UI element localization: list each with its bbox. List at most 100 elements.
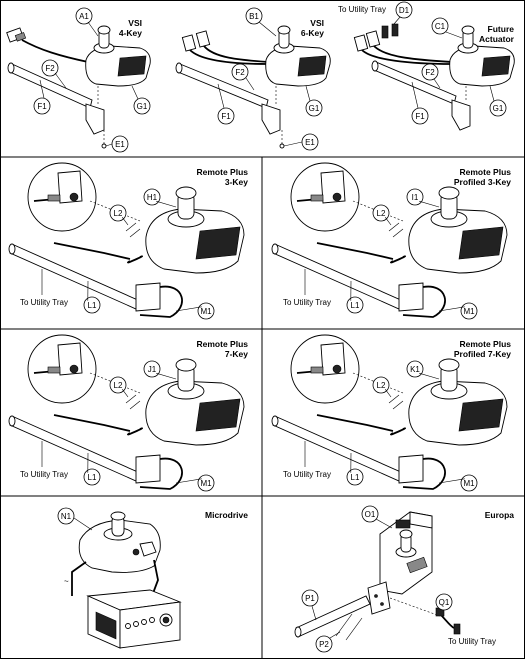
callout-e: E1: [115, 140, 125, 149]
cable-connector: [6, 27, 89, 63]
joystick-controller: [449, 25, 515, 87]
callout-h: H1: [147, 193, 158, 202]
mounting-bracket: [398, 454, 424, 484]
mounting-tube: [294, 595, 371, 638]
connector-detail-view: [290, 162, 404, 232]
panel-microdrive: Microdrive ~ N1: [57, 507, 248, 649]
callout-m: M1: [463, 479, 475, 488]
panel-title: Microdrive: [205, 510, 248, 520]
callout-e: E1: [305, 138, 315, 147]
callout-g: G1: [309, 104, 320, 113]
connection-cable-2: [151, 559, 159, 597]
callout-d: D1: [399, 6, 410, 15]
panel-future-actuator: To Utility Tray Future Actuator D1 C1: [338, 1, 515, 131]
mounting-screws: [125, 394, 141, 410]
utility-tray-label: To Utility Tray: [283, 470, 331, 479]
connector-detail-view: [27, 334, 141, 404]
joystick-controller: [145, 186, 245, 274]
callout-a: A1: [79, 12, 89, 21]
mounting-bracket: [367, 581, 391, 615]
europa-remote: [379, 511, 433, 595]
callout-l2: L2: [377, 381, 386, 390]
cable-connector: [353, 23, 453, 65]
utility-tray-label: To Utility Tray: [20, 470, 68, 479]
utility-tray-label: To Utility Tray: [448, 637, 496, 646]
callout-f1: F1: [221, 112, 231, 121]
callout-l2: L2: [377, 209, 386, 218]
callout-h: I1: [412, 193, 419, 202]
panel-title-line-2: 7-Key: [225, 349, 248, 359]
callout-p1: P1: [305, 594, 315, 603]
panel-title-line-2: Profiled 3-Key: [454, 177, 511, 187]
mounting-tube: [7, 62, 105, 135]
callout-n: N1: [61, 512, 72, 521]
callout-m: M1: [463, 307, 475, 316]
mounting-screws: [388, 394, 404, 410]
callout-l2: L2: [114, 209, 123, 218]
callout-f2: F2: [425, 68, 435, 77]
panel-title-line-2: 3-Key: [225, 177, 248, 187]
mounting-screw: [279, 143, 285, 149]
harness-cable: [316, 414, 446, 490]
panel-title-line-2: 6-Key: [301, 28, 324, 38]
panel-title-line-2: Profiled 7-Key: [454, 349, 511, 359]
panel-title-line-1: Remote Plus: [197, 167, 249, 177]
callout-l1: L1: [88, 301, 97, 310]
panel-title-line-1: Remote Plus: [197, 339, 249, 349]
joystick-controller: [265, 25, 331, 87]
utility-tray-label: To Utility Tray: [20, 298, 68, 307]
mounting-bracket: [135, 454, 161, 484]
panel-vsi-4-key: VSI 4-Key A1 F2 F1 G1: [6, 7, 151, 153]
callout-g: G1: [137, 102, 148, 111]
callout-a: B1: [249, 12, 259, 21]
joystick-controller: [85, 25, 151, 87]
panel-title-line-1: Remote Plus: [460, 167, 512, 177]
mounting-screw: [101, 143, 107, 149]
panel-title-line-2: Actuator: [479, 34, 515, 44]
callout-h: K1: [410, 365, 420, 374]
mounting-tube: [175, 62, 281, 135]
callout-l1: L1: [88, 473, 97, 482]
callout-f1: F1: [415, 112, 425, 121]
panel-vsi-6-key: VSI 6-Key B1 F2 F1 G1 E1: [175, 7, 331, 151]
panel-title-line-1: Future: [488, 24, 515, 34]
callout-f2: F2: [45, 64, 55, 73]
callout-f2: F2: [235, 68, 245, 77]
europa-cable: [435, 607, 461, 635]
connector-detail-view: [290, 334, 404, 404]
callout-l1: L1: [351, 301, 360, 310]
panel-title: Europa: [485, 510, 515, 520]
mounting-bracket: [135, 282, 161, 312]
panel-title-line-1: VSI: [128, 18, 142, 28]
utility-tray-label: To Utility Tray: [283, 298, 331, 307]
callout-a: C1: [435, 22, 446, 31]
mounting-screws: [125, 222, 141, 238]
callout-l1: L1: [351, 473, 360, 482]
callout-o: O1: [365, 510, 376, 519]
cable-connector: [181, 30, 269, 65]
panel-europa: Europa O1 P1: [294, 505, 515, 653]
mounting-screws: [335, 613, 363, 641]
panel-title-line-2: 4-Key: [119, 28, 142, 38]
utility-tray-label: To Utility Tray: [338, 5, 386, 14]
microdrive-remote: [78, 511, 161, 573]
harness-cable: [53, 242, 183, 318]
harness-cable: [316, 242, 446, 318]
callout-q: Q1: [439, 598, 450, 607]
control-box: [86, 589, 182, 649]
joystick-controller: [408, 358, 508, 446]
mounting-bracket: [398, 282, 424, 312]
connector-detail-view: [27, 162, 141, 232]
joystick-controller: [145, 358, 245, 446]
wavy-break: ~: [64, 577, 69, 586]
callout-g: G1: [493, 104, 504, 113]
mounting-screws: [388, 222, 404, 238]
connection-cable: [71, 561, 87, 596]
callout-p2: P2: [319, 640, 329, 649]
